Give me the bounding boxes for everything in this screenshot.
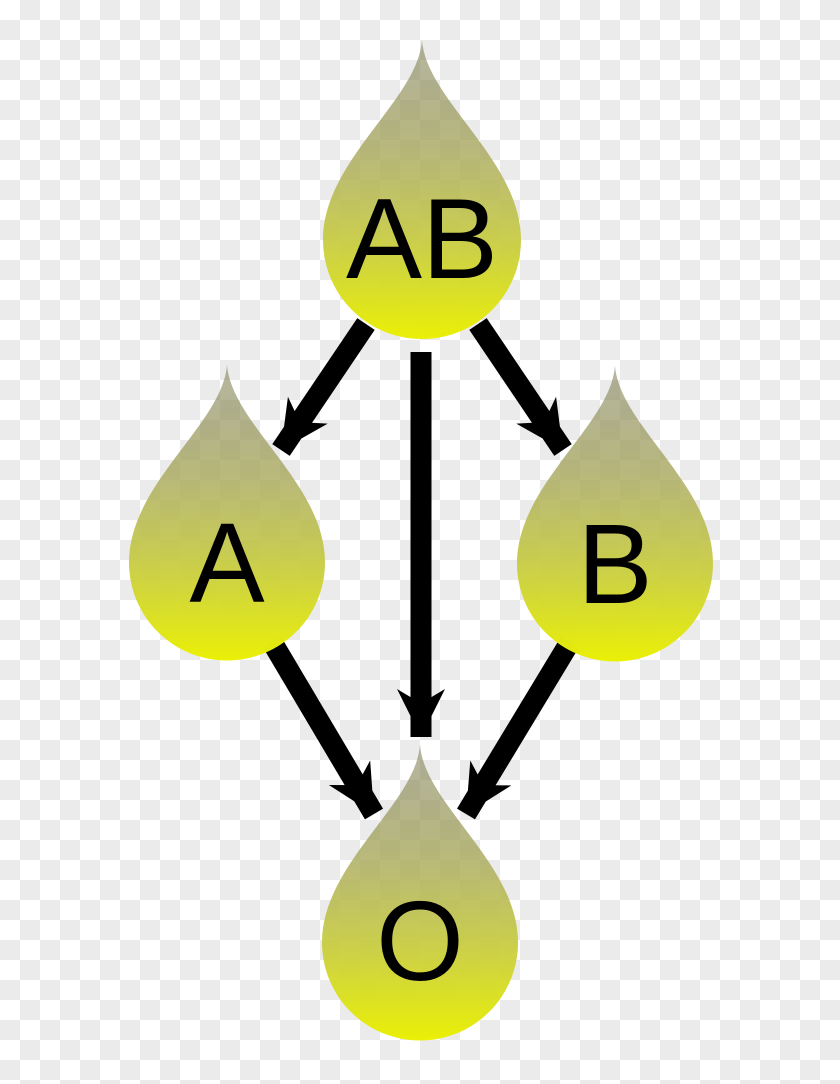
droplet-o-label: O <box>376 878 464 1004</box>
droplet-a: A <box>128 364 326 661</box>
droplet-b-shape <box>516 365 714 662</box>
droplet-ab-shape <box>323 40 521 339</box>
droplet-ab: AB <box>323 40 521 339</box>
droplet-b: B <box>516 365 714 662</box>
droplet-b-label: B <box>577 501 652 627</box>
droplet-a-label: A <box>189 500 265 626</box>
arrow-ab-to-a <box>272 318 375 456</box>
droplet-o: O <box>321 744 519 1041</box>
arrow-ab-to-b <box>469 318 572 456</box>
droplet-a-shape <box>128 364 326 661</box>
arrow-a-to-o <box>262 636 384 820</box>
droplet-o-shape <box>321 744 519 1041</box>
droplet-ab-label: AB <box>346 176 498 303</box>
arrow-b-to-o <box>457 636 579 820</box>
